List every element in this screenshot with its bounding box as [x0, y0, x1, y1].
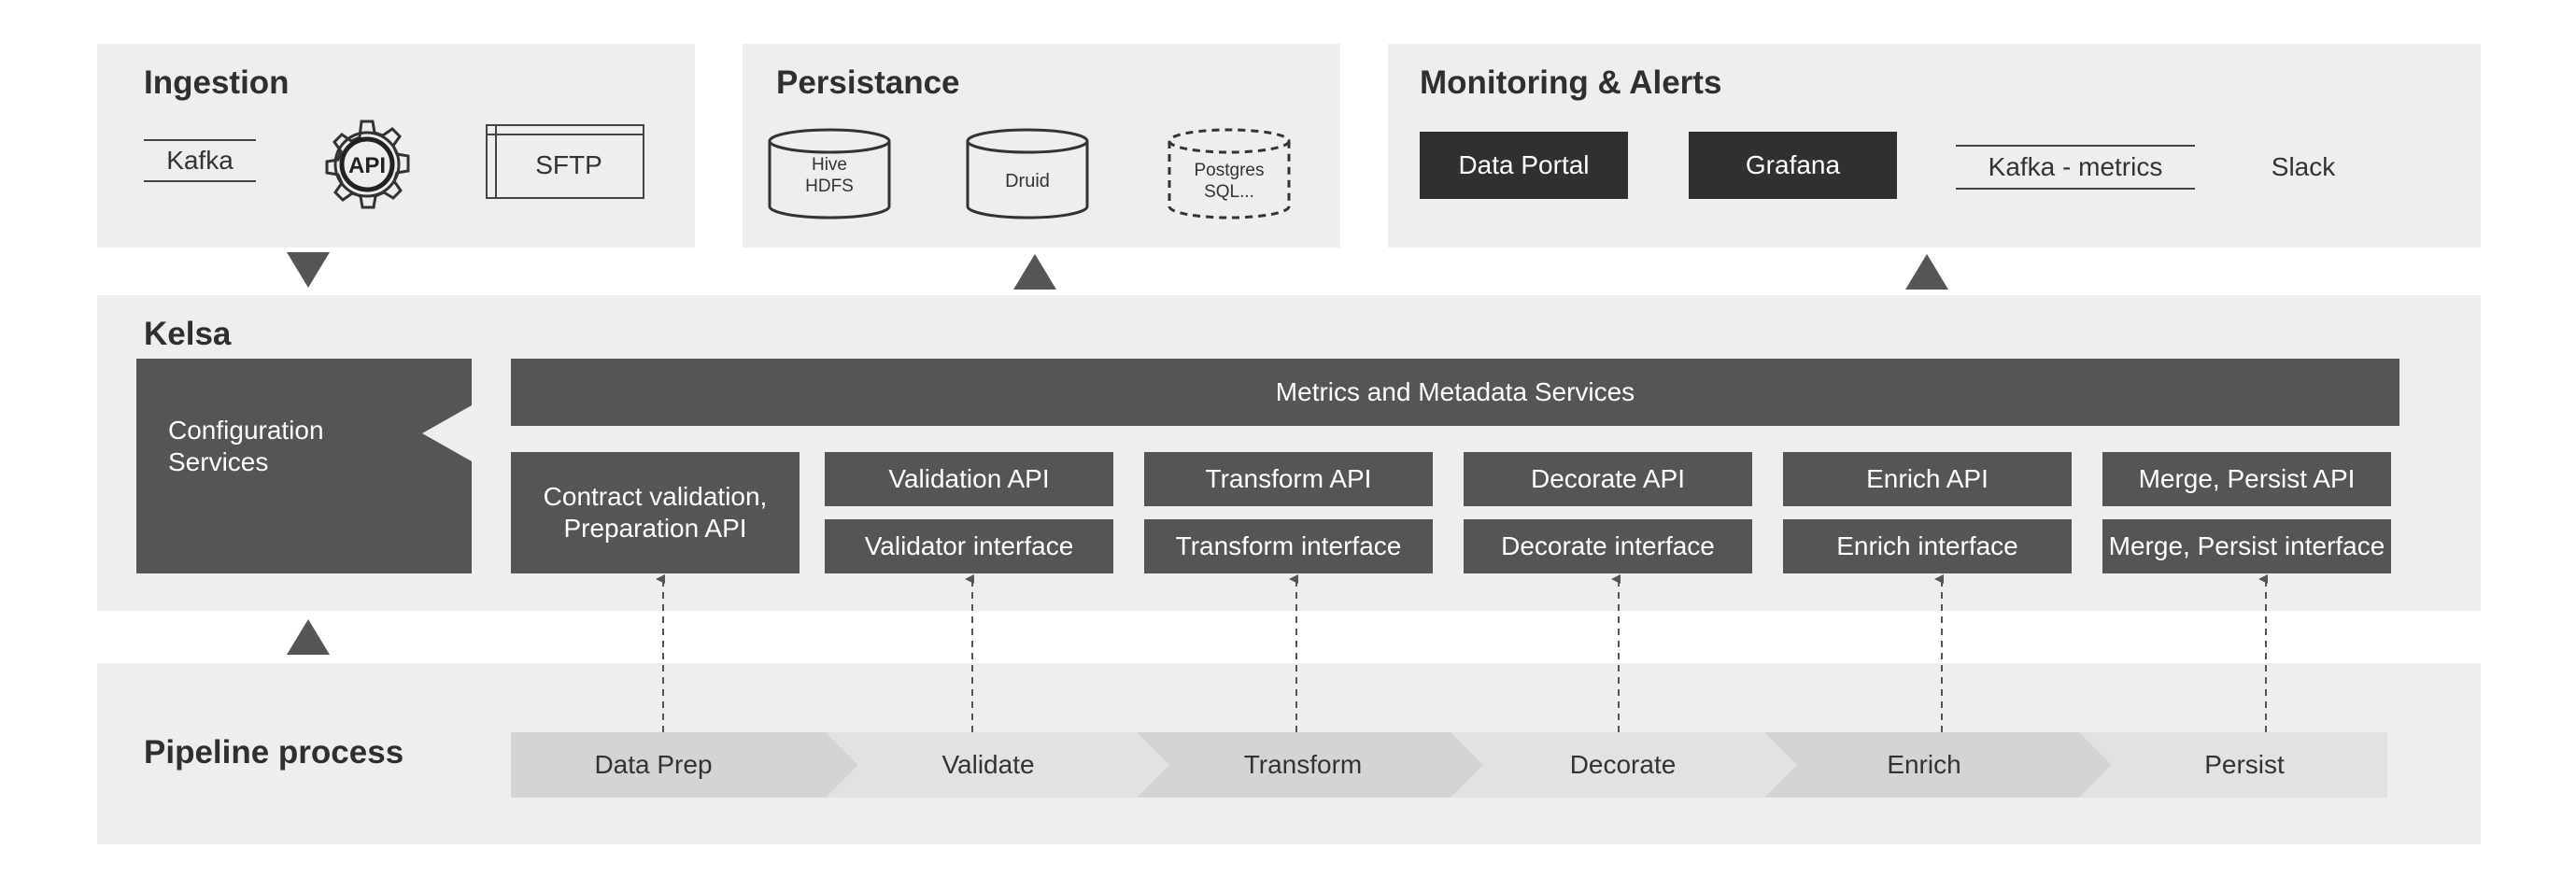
configuration-services-line1: Configuration: [168, 416, 324, 445]
step-enrich-shape: [1764, 732, 2112, 798]
decorate-interface-box: Decorate interface: [1464, 519, 1752, 573]
postgres-label-line2: SQL...: [1204, 182, 1254, 202]
ingestion-panel: Ingestion Kafka API SFTP: [97, 44, 695, 248]
ingestion-title: Ingestion: [144, 64, 290, 101]
step-validate-shape: [826, 732, 1169, 798]
kafka-label: Kafka: [166, 146, 234, 175]
hive-label-line2: HDFS: [805, 177, 854, 196]
postgres-label: Postgres SQL...: [1167, 158, 1292, 205]
persistance-panel: Persistance Hive HDFS Druid Postgres SQL…: [743, 44, 1340, 248]
step-persist-shape: [2079, 732, 2387, 798]
monitoring-title: Monitoring & Alerts: [1420, 64, 1722, 101]
configuration-services-line2: Services: [168, 447, 269, 476]
step-data-prep-label: Data Prep: [594, 750, 713, 779]
hive-label-line1: Hive: [811, 155, 847, 175]
validator-interface-box: Validator interface: [825, 519, 1113, 573]
kafka-source: Kafka: [144, 139, 256, 182]
step-transform-label: Transform: [1243, 750, 1363, 779]
enrich-api-box: Enrich API: [1783, 452, 2072, 506]
ingestion-arrow-down-icon: [287, 252, 330, 288]
configuration-services-box: [136, 359, 472, 573]
contract-validation-api-box: Contract validation, Preparation API: [511, 452, 800, 573]
kelsa-title: Kelsa: [144, 316, 232, 352]
step-validate-label: Validate: [941, 750, 1035, 779]
configuration-services-label: Configuration Services: [168, 415, 324, 478]
api-gear-icon: API: [325, 120, 410, 209]
grafana-box: Grafana: [1689, 132, 1897, 199]
kelsa-panel: Kelsa Configuration Services Metrics and…: [97, 295, 2481, 611]
monitoring-panel: Monitoring & Alerts Data Portal Grafana …: [1388, 44, 2481, 248]
validation-api-box: Validation API: [825, 452, 1113, 506]
merge-persist-api-box: Merge, Persist API: [2102, 452, 2391, 506]
transform-interface-box: Transform interface: [1144, 519, 1433, 573]
contract-validation-line1: Contract validation,: [543, 482, 768, 511]
contract-validation-line2: Preparation API: [563, 514, 747, 543]
step-persist-label: Persist: [2204, 750, 2285, 779]
pipeline-arrow-up-icon: [287, 619, 330, 655]
slack-label: Slack: [2271, 152, 2336, 181]
sftp-source: SFTP: [486, 124, 644, 199]
step-data-prep-shape: [511, 732, 858, 798]
transform-api-box: Transform API: [1144, 452, 1433, 506]
persistance-title: Persistance: [776, 64, 960, 101]
druid-database-icon: [966, 128, 1089, 219]
kafka-metrics-box: Kafka - metrics: [1956, 145, 2195, 190]
pipeline-title: Pipeline process: [144, 734, 404, 771]
api-label: API: [348, 153, 386, 178]
kafka-metrics-label: Kafka - metrics: [1988, 152, 2163, 181]
hive-database-icon: [768, 128, 891, 219]
step-decorate-label: Decorate: [1569, 750, 1677, 779]
enrich-interface-box: Enrich interface: [1783, 519, 2072, 573]
step-enrich-label: Enrich: [1887, 750, 1961, 779]
metrics-metadata-services-bar: Metrics and Metadata Services: [511, 359, 2399, 426]
hive-label: Hive HDFS: [767, 152, 892, 199]
sftp-label: SFTP: [535, 150, 602, 179]
data-portal-box: Data Portal: [1420, 132, 1628, 199]
decorate-api-box: Decorate API: [1464, 452, 1752, 506]
step-transform-shape: [1137, 732, 1483, 798]
persistance-arrow-up-icon: [1013, 254, 1056, 290]
postgres-label-line1: Postgres: [1194, 161, 1265, 180]
step-decorate-shape: [1451, 732, 1797, 798]
postgres-database-icon: [1168, 128, 1291, 219]
monitoring-arrow-up-icon: [1905, 254, 1948, 290]
merge-persist-interface-box: Merge, Persist interface: [2102, 519, 2391, 573]
druid-label: Druid: [1005, 170, 1050, 191]
